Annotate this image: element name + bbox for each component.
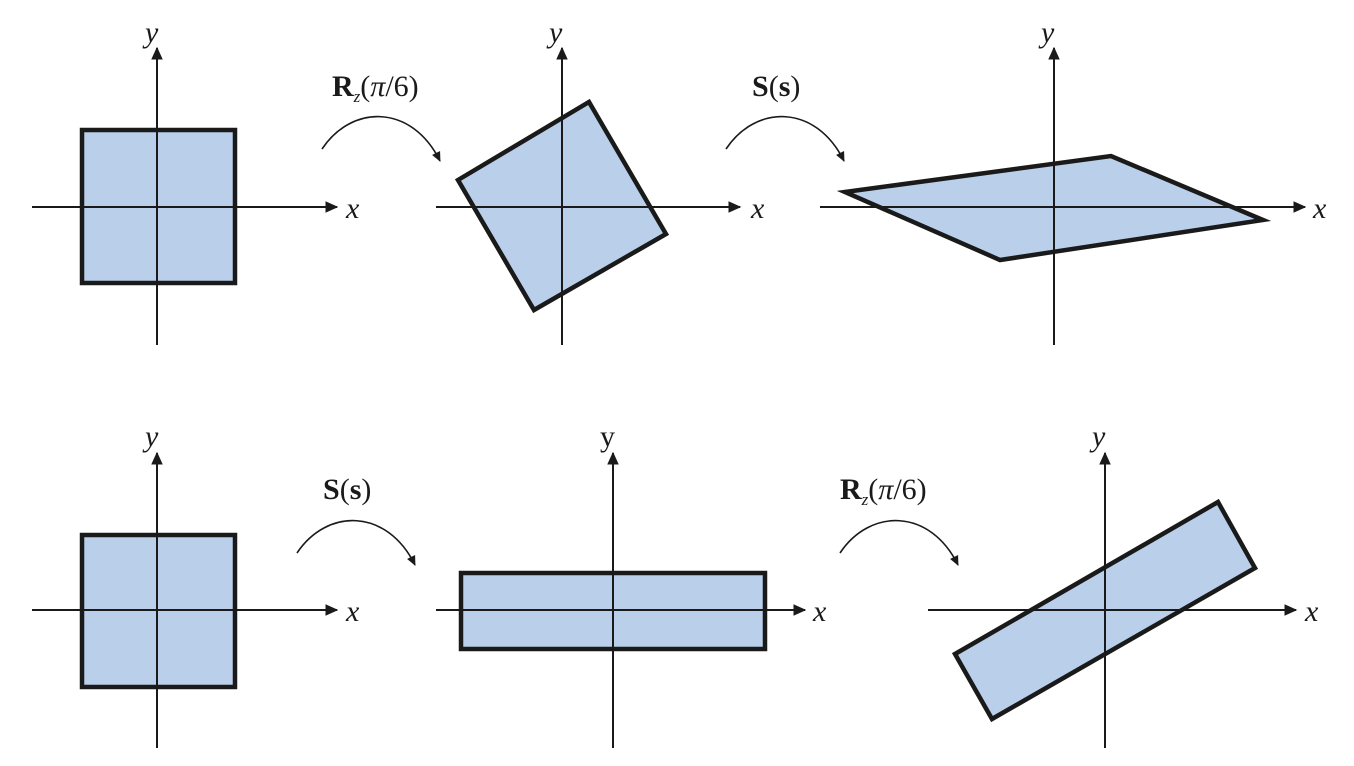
scale-operator: S(s) [725,70,845,162]
x-axis-label: x [1312,192,1327,225]
panel-rotated-square: x y [436,16,765,345]
y-axis-label: y [142,16,159,49]
rotate-label: Rz(π/6) [840,473,927,509]
curved-arrow-icon [321,115,441,162]
panel-original-square: x y [32,16,360,345]
rotate-operator: Rz(π/6) [321,70,441,162]
row-1: x y Rz(π/6) x y S(s) x y [32,16,1327,345]
x-axis-label: x [1304,595,1319,628]
y-axis-label: y [546,16,563,49]
panel-scaled-rectangle: x y [436,420,827,748]
x-axis-label: x [750,192,765,225]
y-axis-label: y [142,420,159,453]
panel-rotate-then-scale: x y [820,16,1327,345]
scale-label: S(s) [752,70,800,103]
scale-label: S(s) [323,473,371,506]
curved-arrow-icon [725,115,845,162]
x-axis-label: x [812,595,827,628]
row-2: x y S(s) x y Rz(π/6) x y [32,420,1319,748]
curved-arrow-icon [839,519,959,566]
x-axis-label: x [345,595,360,628]
rotate-operator: Rz(π/6) [839,473,959,566]
panel-scale-then-rotate: x y [928,420,1319,748]
curved-arrow-icon [296,519,416,566]
x-axis-label: x [345,192,360,225]
scale-operator: S(s) [296,473,416,566]
panel-original-square: x y [32,420,360,748]
y-axis-label: y [1089,420,1106,453]
y-axis-label: y [600,420,615,453]
rotate-label: Rz(π/6) [332,70,419,106]
y-axis-label: y [1038,16,1055,49]
